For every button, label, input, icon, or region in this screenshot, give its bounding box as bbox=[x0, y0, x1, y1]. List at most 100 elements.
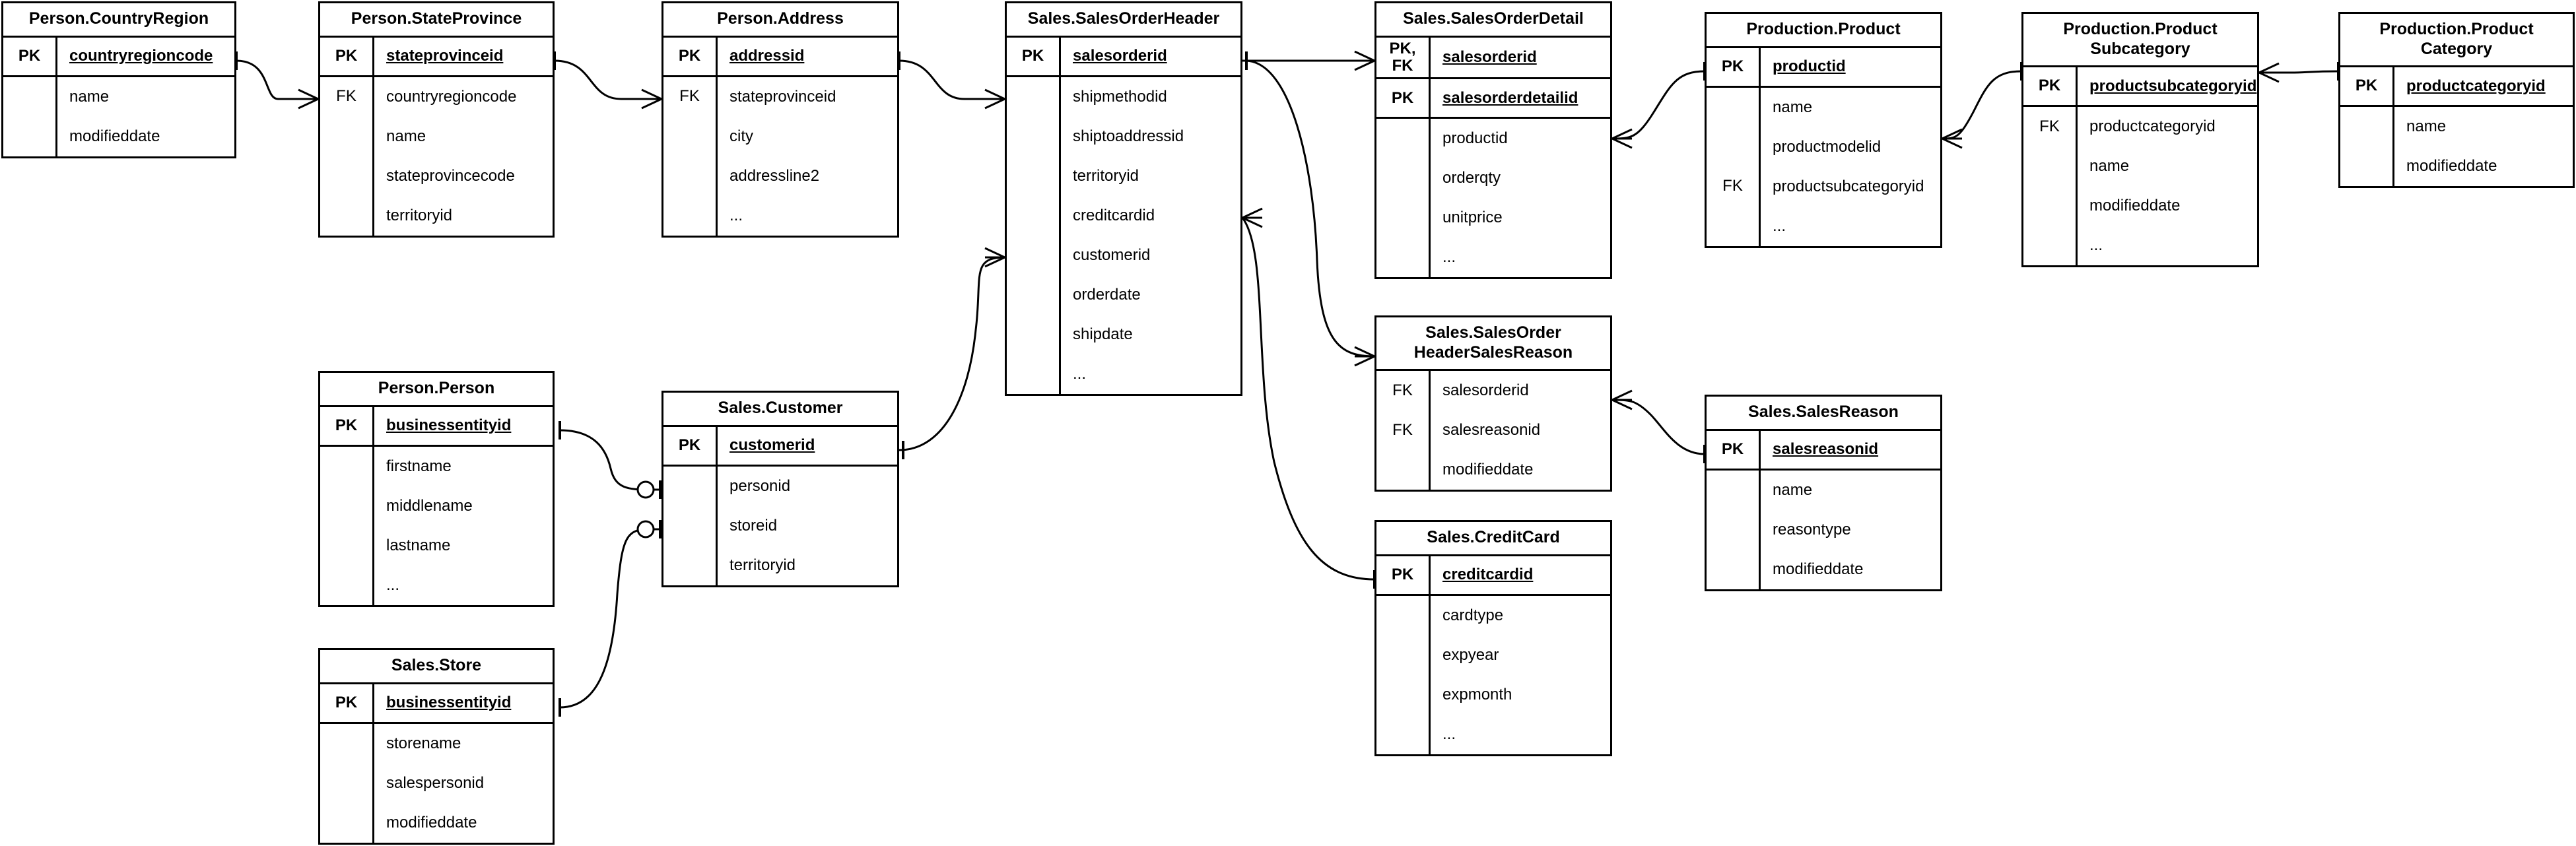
attribute-row[interactable]: name bbox=[1707, 87, 1940, 127]
attribute-name: salespersonid bbox=[386, 773, 485, 792]
entity-title-salesorderheader: Sales.SalesOrderHeader bbox=[1007, 3, 1240, 38]
attribute-row[interactable]: ... bbox=[1707, 206, 1940, 246]
attribute-row[interactable]: name bbox=[1707, 470, 1940, 510]
attribute-key-marker bbox=[663, 466, 718, 506]
attribute-key-marker: PK bbox=[2023, 67, 2078, 105]
attribute-row[interactable]: ... bbox=[663, 195, 897, 236]
attribute-row[interactable]: name bbox=[320, 116, 553, 156]
attribute-row[interactable]: shipdate bbox=[1007, 314, 1240, 354]
attribute-row[interactable]: territoryid bbox=[320, 195, 553, 236]
attribute-row[interactable]: expmonth bbox=[1376, 674, 1610, 715]
attribute-row[interactable]: productid bbox=[1376, 119, 1610, 159]
attribute-row[interactable]: name bbox=[2340, 107, 2573, 146]
attribute-name: ... bbox=[729, 206, 743, 224]
attribute-row[interactable]: orderdate bbox=[1007, 275, 1240, 315]
attribute-key-marker bbox=[320, 446, 374, 486]
attribute-row[interactable]: shiptoaddressid bbox=[1007, 116, 1240, 156]
attribute-row[interactable]: cardtype bbox=[1376, 595, 1610, 635]
entity-title-product: Production.Product bbox=[1707, 14, 1940, 48]
attribute-name: storename bbox=[386, 734, 461, 752]
attribute-key-marker bbox=[320, 486, 374, 526]
attribute-name: name bbox=[1773, 98, 1813, 116]
attribute-row[interactable]: ... bbox=[1376, 238, 1610, 278]
attribute-row[interactable]: stateprovincecode bbox=[320, 156, 553, 196]
attribute-row[interactable]: modifieddate bbox=[1376, 450, 1610, 490]
attribute-name: shipdate bbox=[1073, 325, 1133, 343]
attribute-row[interactable]: modifieddate bbox=[2023, 186, 2257, 226]
entity-title-customer: Sales.Customer bbox=[663, 393, 897, 427]
attribute-row[interactable]: modifieddate bbox=[320, 802, 553, 843]
attribute-row[interactable]: firstname bbox=[320, 446, 553, 486]
attribute-row[interactable]: territoryid bbox=[1007, 156, 1240, 196]
attribute-row[interactable]: city bbox=[663, 116, 897, 156]
attribute-row[interactable]: middlename bbox=[320, 486, 553, 526]
attribute-key-marker bbox=[1376, 635, 1431, 675]
attribute-key-marker bbox=[320, 723, 374, 764]
attribute-name: productid bbox=[1442, 129, 1508, 148]
attribute-row[interactable]: ... bbox=[2023, 226, 2257, 265]
attribute-key-marker bbox=[663, 545, 718, 585]
attribute-row[interactable]: lastname bbox=[320, 525, 553, 566]
attribute-row[interactable]: expyear bbox=[1376, 635, 1610, 675]
attribute-row[interactable]: ... bbox=[1376, 714, 1610, 754]
attribute-row[interactable]: reasontype bbox=[1707, 509, 1940, 550]
attribute-name: name bbox=[69, 87, 110, 106]
attribute-row[interactable]: modifieddate bbox=[3, 116, 234, 156]
attribute-row[interactable]: productmodelid bbox=[1707, 127, 1940, 167]
attribute-name: shipmethodid bbox=[1073, 87, 1167, 106]
attribute-row[interactable]: modifieddate bbox=[1707, 549, 1940, 589]
attribute-row[interactable]: salespersonid bbox=[320, 763, 553, 803]
attribute-row[interactable]: personid bbox=[663, 466, 897, 506]
attribute-name: territoryid bbox=[386, 206, 453, 224]
attribute-row[interactable]: territoryid bbox=[663, 545, 897, 585]
attribute-row[interactable]: storeid bbox=[663, 505, 897, 546]
attribute-row[interactable]: ... bbox=[1007, 354, 1240, 394]
attribute-row[interactable]: addressline2 bbox=[663, 156, 897, 196]
attribute-row[interactable]: ... bbox=[320, 565, 553, 605]
attribute-row[interactable]: orderqty bbox=[1376, 158, 1610, 199]
attribute-row[interactable]: unitprice bbox=[1376, 198, 1610, 238]
attribute-row[interactable]: creditcardid bbox=[1007, 195, 1240, 236]
attribute-row[interactable]: storename bbox=[320, 723, 553, 764]
attribute-row[interactable]: modifieddate bbox=[2340, 146, 2573, 186]
attribute-row[interactable]: customerid bbox=[1007, 235, 1240, 275]
attribute-name: ... bbox=[2089, 236, 2103, 254]
attribute-row[interactable]: name bbox=[3, 77, 234, 117]
attribute-row[interactable]: shipmethodid bbox=[1007, 77, 1240, 117]
attribute-row[interactable]: name bbox=[2023, 146, 2257, 186]
